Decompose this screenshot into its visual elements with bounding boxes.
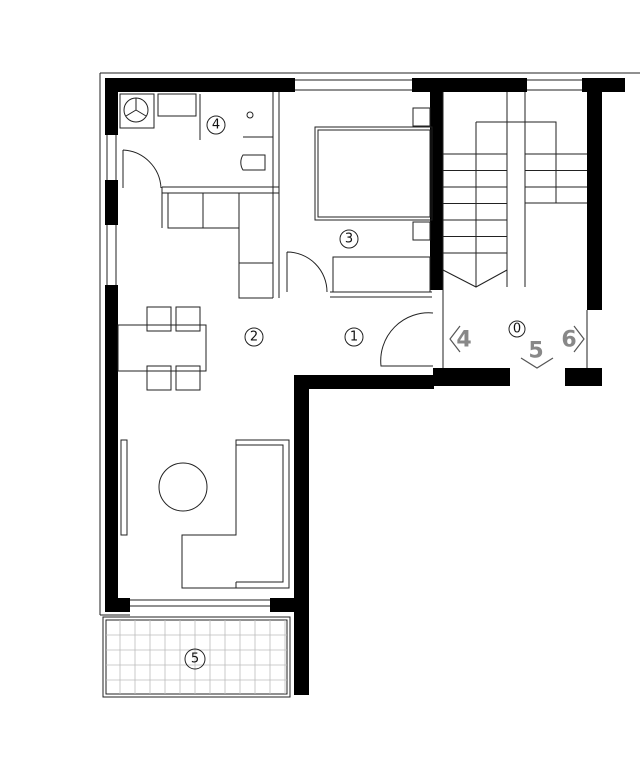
room-label-1: 1 (344, 327, 364, 347)
exit-label: 4 (456, 328, 471, 353)
landing (442, 290, 588, 368)
room-number: 1 (350, 330, 358, 345)
room-number: 3 (345, 232, 353, 247)
room-number: 4 (212, 118, 220, 133)
windows (106, 79, 582, 607)
kitchen-counter (167, 193, 273, 299)
dining-table (117, 306, 207, 391)
stair-outline (442, 92, 557, 290)
chevron-down-icon (520, 357, 554, 369)
stair-arrow (442, 202, 587, 288)
room-number: 5 (191, 652, 199, 667)
living-furniture (120, 439, 290, 589)
bathroom-fixtures (119, 93, 273, 171)
doors (122, 149, 434, 367)
exit-left: 4 (449, 325, 472, 353)
room-label-2: 2 (244, 327, 264, 347)
bedroom-furniture (314, 107, 433, 293)
room-number: 2 (250, 330, 258, 345)
exterior-walls (105, 78, 625, 695)
exit-center: 5 (520, 339, 554, 369)
balcony (102, 616, 291, 698)
chevron-left-icon (449, 325, 461, 353)
room-label-0: 0 (508, 320, 526, 338)
room-label-3: 3 (339, 229, 359, 249)
room-label-5: 5 (184, 648, 206, 670)
exit-label: 5 (528, 339, 543, 364)
chevron-right-icon (573, 325, 585, 353)
outline (99, 72, 640, 616)
room-number: 0 (513, 322, 521, 337)
room-label-4: 4 (206, 115, 226, 135)
staircase (442, 92, 587, 290)
exit-label: 6 (561, 328, 576, 353)
exit-right: 6 (561, 325, 585, 353)
